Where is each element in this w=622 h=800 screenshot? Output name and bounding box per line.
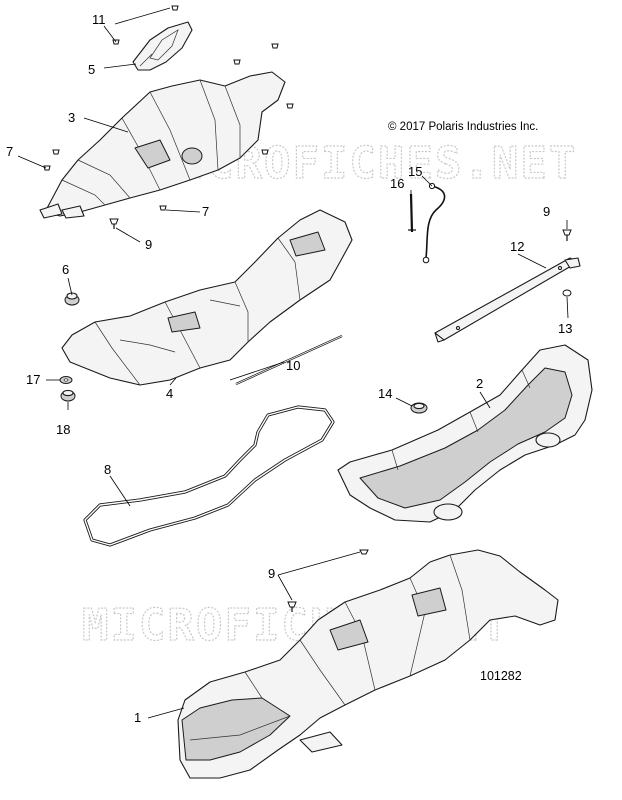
- part-9-screw-left: [109, 218, 119, 229]
- part-18-bushing: [60, 389, 76, 402]
- part-1-rear-fender: [177, 549, 559, 779]
- callout-4: 4: [166, 386, 173, 401]
- callout-9-right: 9: [543, 204, 550, 219]
- callout-15: 15: [408, 164, 422, 179]
- callout-labels: 11 5 3 7 7 9 6 10 4 17 18 8 16 15 9 12 1…: [6, 12, 572, 725]
- part-9-screw-top: [562, 229, 572, 241]
- part-3-front-fender: [39, 71, 286, 219]
- copyright-notice: © 2017 Polaris Industries Inc.: [388, 121, 538, 133]
- callout-14: 14: [378, 386, 392, 401]
- callout-8: 8: [104, 462, 111, 477]
- callout-18: 18: [56, 422, 70, 437]
- part-10-rod: [235, 334, 343, 386]
- callout-6: 6: [62, 262, 69, 277]
- callout-10: 10: [286, 358, 300, 373]
- callout-17: 17: [26, 372, 40, 387]
- part-4-floor-panel: [61, 209, 353, 386]
- callout-13: 13: [558, 321, 572, 336]
- callout-1: 1: [134, 710, 141, 725]
- callout-3: 3: [68, 110, 75, 125]
- callout-9-bottom: 9: [268, 566, 275, 581]
- callout-11: 11: [92, 12, 106, 27]
- callout-7-left: 7: [6, 144, 13, 159]
- callout-5: 5: [88, 62, 95, 77]
- diagram-number: 101282: [480, 669, 522, 683]
- leader-lines: [17, 7, 569, 719]
- part-5-bezel: [132, 21, 193, 71]
- callout-9-left: 9: [145, 237, 152, 252]
- misc-screws: [43, 5, 294, 211]
- part-17-washer: [59, 376, 73, 384]
- part-9-screw-bottom: [287, 549, 369, 612]
- part-15-cable: [422, 182, 446, 264]
- callout-16: 16: [390, 176, 404, 191]
- part-2-storage-tub: [337, 344, 593, 523]
- callout-2: 2: [476, 376, 483, 391]
- callout-7-center: 7: [202, 204, 209, 219]
- part-14-plug: [410, 402, 428, 414]
- part-13-fastener: [562, 289, 572, 297]
- part-16-pin: [408, 193, 416, 233]
- callout-12: 12: [510, 239, 524, 254]
- part-8-seal: [83, 405, 335, 547]
- part-12-strap: [434, 257, 581, 343]
- part-6-grommet: [64, 292, 80, 306]
